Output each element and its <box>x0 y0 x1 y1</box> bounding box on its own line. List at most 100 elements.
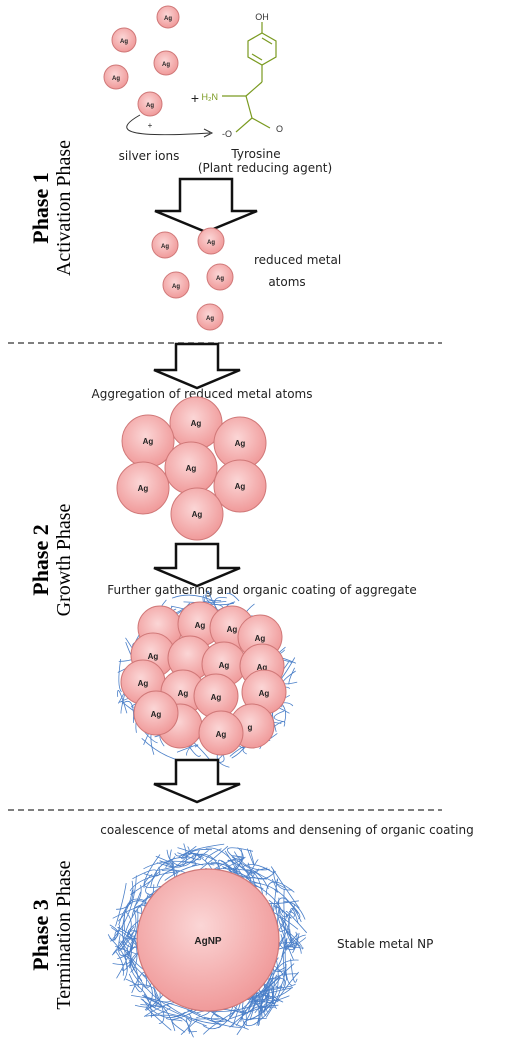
phase-1-title: Phase 1 <box>28 172 53 244</box>
aggregate-atom: Ag <box>170 487 224 541</box>
coating-fiber <box>209 1019 221 1029</box>
svg-text:Ag: Ag <box>112 76 120 82</box>
charge-sign: + <box>148 121 153 130</box>
tyrosine-molecule <box>222 22 277 133</box>
coating-fiber <box>129 871 179 892</box>
coating-fiber <box>258 998 262 1012</box>
coating-fiber <box>289 910 295 918</box>
coating-fiber <box>268 959 299 994</box>
coating-fiber <box>212 1011 219 1018</box>
coating-fiber <box>118 658 122 693</box>
reduced-atom: Ag <box>162 271 190 299</box>
coating-fiber <box>272 878 279 914</box>
coating-fiber <box>117 930 134 960</box>
stable-np-label: Stable metal NP <box>337 937 433 951</box>
silver-ion: Ag <box>111 27 137 53</box>
silver-ions-label: silver ions <box>119 149 180 163</box>
coating-fiber <box>272 721 286 728</box>
coating-fiber <box>222 865 252 880</box>
coating-fiber <box>111 911 132 956</box>
phase-3-subtitle: Termination Phase <box>53 860 75 1009</box>
coating-fiber <box>274 906 294 960</box>
coating-fiber <box>192 853 204 865</box>
coating-fiber <box>116 880 134 910</box>
coating-fiber <box>281 938 288 958</box>
coating-fiber <box>128 973 144 993</box>
coating-fiber <box>143 982 157 1008</box>
coated-atom: Ag <box>133 690 179 736</box>
coating-fiber <box>109 924 119 942</box>
coating-fiber <box>206 997 272 1013</box>
svg-text:Ag: Ag <box>211 693 222 702</box>
phase-2-title-group: Phase 2 Growth Phase <box>28 503 75 616</box>
coating-fiber <box>174 845 197 857</box>
reduced-atoms-label-line1: reduced metal <box>254 253 341 267</box>
coating-fiber <box>280 923 295 950</box>
coating-fiber <box>272 905 290 948</box>
coating-fiber <box>288 908 299 931</box>
coating-fiber <box>262 960 279 1009</box>
svg-text:Ag: Ag <box>186 464 197 473</box>
coating-fiber <box>114 930 141 950</box>
coating-fiber <box>261 994 279 1003</box>
svg-text:Ag: Ag <box>138 679 149 688</box>
coating-fiber <box>246 859 259 880</box>
coating-fiber <box>278 916 292 943</box>
svg-text:Ag: Ag <box>216 730 227 739</box>
coating-fiber <box>117 889 133 922</box>
coating-fiber <box>238 858 243 865</box>
coating-fiber <box>169 849 176 862</box>
electron-transfer-arrowhead <box>203 128 214 138</box>
coating-fiber <box>149 998 176 1032</box>
phase-3-title-group: Phase 3 Termination Phase <box>28 860 75 1009</box>
coating-fiber <box>146 974 153 988</box>
coating-fiber <box>172 849 200 867</box>
process-arrow-1 <box>154 177 258 234</box>
coating-fiber <box>150 1014 190 1034</box>
agnp-core <box>136 868 280 1012</box>
reduced-atoms-group: Ag Ag Ag Ag Ag <box>151 227 234 331</box>
coating-fiber <box>122 940 128 971</box>
coating-fiber <box>271 878 278 893</box>
coating-fiber <box>125 978 153 1018</box>
svg-text:Ag: Ag <box>219 661 230 670</box>
coating-fiber <box>122 894 153 943</box>
coating-fiber <box>275 897 299 914</box>
coating-fiber <box>290 958 298 983</box>
svg-text:Ag: Ag <box>120 39 128 45</box>
coating-fiber <box>131 972 147 994</box>
coating-fiber <box>222 868 255 877</box>
coating-fiber <box>227 855 245 862</box>
coating-fiber <box>156 860 193 871</box>
svg-text:Ag: Ag <box>143 437 154 446</box>
coating-fiber <box>164 846 190 875</box>
coating-fiber <box>149 884 155 898</box>
silver-ion: Ag <box>137 91 163 117</box>
coating-fiber <box>126 944 143 982</box>
coating-fiber <box>261 996 279 1004</box>
coating-fiber <box>254 871 269 889</box>
coating-fiber <box>288 667 295 685</box>
coating-fiber <box>130 935 138 973</box>
coating-fiber <box>202 1009 237 1030</box>
coating-fiber <box>284 951 296 986</box>
coating-fiber <box>246 1000 260 1027</box>
process-arrow-2 <box>153 342 241 390</box>
coated-aggregate: Ag Ag Ag Ag Ag Ag Ag Ag Ag Ag Ag g Ag <box>117 590 298 768</box>
stable-nanoparticle: AgNP <box>107 843 308 1038</box>
svg-text:Ag: Ag <box>235 439 246 448</box>
coating-fiber <box>166 1003 222 1025</box>
coating-fiber <box>187 1020 198 1033</box>
coating-fiber <box>188 849 212 855</box>
coating-fiber <box>130 960 172 1009</box>
svg-text:Ag: Ag <box>138 484 149 493</box>
coating-fiber <box>115 883 127 927</box>
svg-text:Ag: Ag <box>164 16 172 22</box>
coating-fiber <box>144 873 165 888</box>
phase-1-subtitle: Activation Phase <box>53 140 75 276</box>
process-arrow-3 <box>153 542 241 588</box>
coating-fiber <box>229 1005 263 1028</box>
coating-fiber <box>226 847 254 859</box>
coating-fiber <box>171 594 217 603</box>
coating-fiber <box>166 849 172 861</box>
